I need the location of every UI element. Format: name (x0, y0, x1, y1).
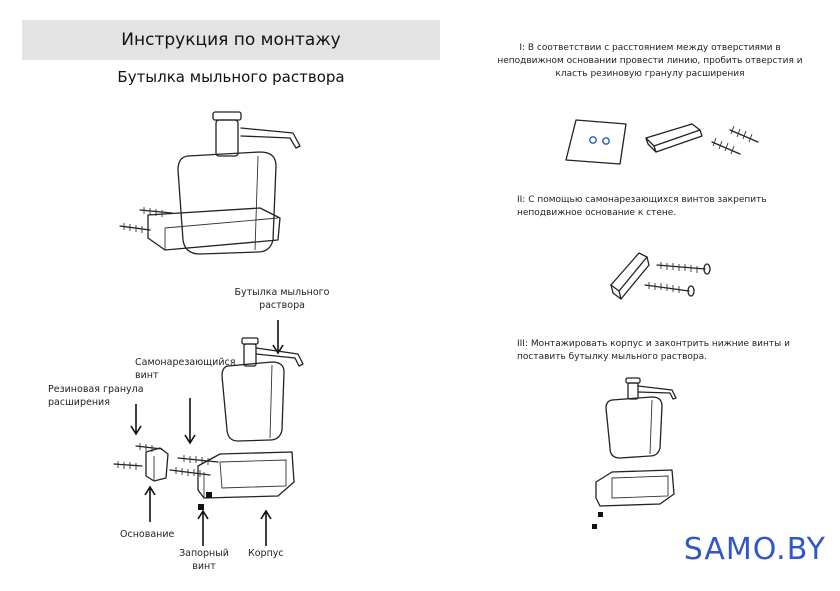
instruction-header: Инструкция по монтажу (22, 20, 440, 60)
exploded-view-illustration (113, 320, 304, 546)
label-base: Основание (120, 529, 175, 540)
brand-logo: SAMO.BY (683, 532, 826, 567)
arrow-to-base-icon (144, 485, 156, 522)
step-1-illustration (565, 119, 759, 165)
product-title: Бутылка мыльного раствора (117, 68, 345, 86)
label-bottle: Бутылка мыльного раствора (234, 287, 330, 311)
assembled-dispenser-illustration (119, 111, 301, 255)
arrow-to-bottle-icon (272, 320, 284, 355)
label-lock-screw: Запорный винт (179, 548, 229, 572)
arrow-to-lock-screw-icon (197, 509, 209, 546)
step-3-illustration (592, 377, 677, 529)
arrow-to-anchor-icon (130, 404, 142, 436)
arrow-to-screw-icon (184, 398, 196, 445)
step-2-illustration (610, 252, 711, 300)
label-body: Корпус (248, 548, 284, 559)
step-2-text: II: С помощью самонарезающихся винтов за… (517, 195, 767, 218)
arrow-to-body-icon (260, 509, 272, 546)
step-3-text: III: Монтажировать корпус и законтрить н… (517, 339, 790, 362)
label-screw: Самонарезающийся винт (135, 357, 236, 381)
instruction-title: Инструкция по монтажу (121, 30, 341, 50)
step-1-text: I: В соответствии с расстоянием между от… (497, 43, 803, 79)
label-anchor: Резиновая гранула расширения (48, 384, 144, 408)
